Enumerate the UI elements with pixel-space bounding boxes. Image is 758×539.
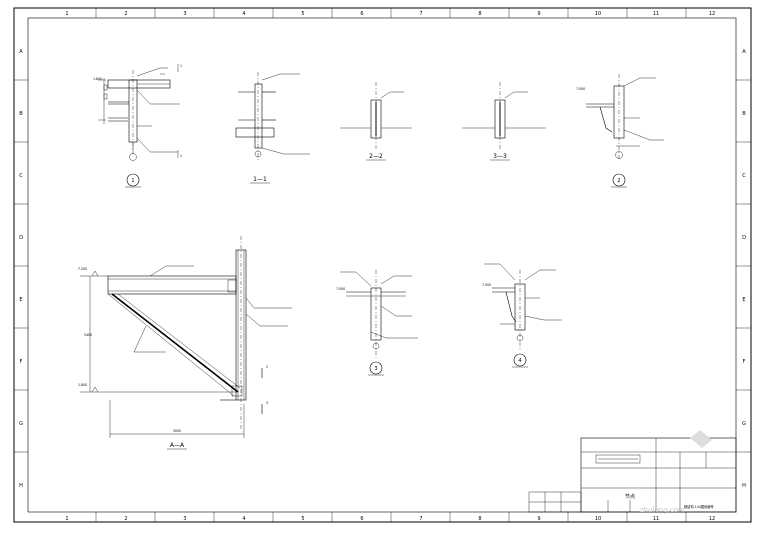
elevation-top: 7.200 xyxy=(78,267,87,271)
bottom-num-6: 6 xyxy=(360,516,363,522)
title-block: 节点 钢结构-1/4/图纸编号 zhulong.com xyxy=(528,430,737,514)
top-num-7: 7 xyxy=(419,11,422,17)
detail-2-dim: 7.000 xyxy=(576,87,585,91)
section-2-2-label: 2—2 xyxy=(369,153,383,160)
bottom-num-10: 10 xyxy=(595,516,601,522)
bottom-num-3: 3 xyxy=(183,516,186,522)
detail-3-bubble: 3 xyxy=(374,366,377,372)
top-num-12: 12 xyxy=(709,11,715,17)
bottom-num-4: 4 xyxy=(242,516,245,522)
left-letter-A: A xyxy=(19,49,23,55)
bottom-num-8: 8 xyxy=(478,516,481,522)
left-letter-H: H xyxy=(19,483,23,489)
top-num-11: 11 xyxy=(653,11,659,17)
detail-3: 3 7.000 xyxy=(336,270,418,376)
detail-1-cut-b: 1 xyxy=(180,154,182,158)
right-letter-C: C xyxy=(742,173,746,179)
right-letter-F: F xyxy=(743,359,746,365)
right-letter-E: E xyxy=(742,297,745,303)
left-letter-D: D xyxy=(19,235,23,241)
detail-2-bubble: 2 xyxy=(617,178,620,184)
elevation-height: 5400 xyxy=(84,333,92,337)
section-3-3: 3—3 xyxy=(462,82,546,161)
top-num-3: 3 xyxy=(183,11,186,17)
right-letter-B: B xyxy=(742,111,746,117)
detail-4-bubble: 4 xyxy=(518,358,521,364)
detail-2: 2 7.000 xyxy=(576,74,664,188)
bottom-num-12: 12 xyxy=(709,516,715,522)
section-3-3-label: 3—3 xyxy=(493,153,507,160)
top-num-4: 4 xyxy=(242,11,245,17)
drawing-number: 钢结构-1/4/图纸编号 xyxy=(684,504,714,509)
elevation-label: A—A xyxy=(170,442,185,449)
section-1-1: 1—1 xyxy=(235,72,310,184)
drawing-frame: 1 2 3 4 5 6 7 8 9 10 11 12 1 2 3 4 5 6 7… xyxy=(13,7,752,523)
right-letter-A: A xyxy=(742,49,746,55)
detail-1-dim: 1.800 xyxy=(93,77,102,81)
elevation-bottom: 1.800 xyxy=(78,383,87,387)
cut-2-label: 2 xyxy=(266,365,268,369)
detail-1-cut-a: 1 xyxy=(180,64,182,68)
left-letter-B: B xyxy=(19,111,23,117)
top-num-5: 5 xyxy=(301,11,304,17)
right-letter-H: H xyxy=(742,483,746,489)
bottom-num-2: 2 xyxy=(124,516,127,522)
section-1-1-label: 1—1 xyxy=(253,176,267,183)
top-num-10: 10 xyxy=(595,11,601,17)
right-letter-D: D xyxy=(742,235,746,241)
top-num-1: 1 xyxy=(65,11,68,17)
bottom-num-1: 1 xyxy=(65,516,68,522)
left-letter-G: G xyxy=(19,421,23,427)
detail-4-dim: 7.000 xyxy=(482,283,491,287)
detail-4: 4 7.000 xyxy=(482,263,562,368)
watermark-text: zhulong.com xyxy=(640,506,685,514)
bottom-num-9: 9 xyxy=(537,516,540,522)
top-num-9: 9 xyxy=(537,11,540,17)
top-num-2: 2 xyxy=(124,11,127,17)
detail-3-dim: 7.000 xyxy=(336,287,345,291)
left-letter-C: C xyxy=(19,173,23,179)
detail-1-bubble: 1 xyxy=(131,178,134,184)
detail-1: 1 1.800 1 1 xyxy=(93,64,182,188)
left-letter-E: E xyxy=(19,297,22,303)
top-num-8: 8 xyxy=(478,11,481,17)
right-letter-G: G xyxy=(742,421,746,427)
elevation-a-a: 7.200 1.800 5400 3000 A—A 2 3 xyxy=(78,236,292,450)
elevation-span: 3000 xyxy=(173,429,181,433)
top-num-6: 6 xyxy=(360,11,363,17)
bottom-num-5: 5 xyxy=(301,516,304,522)
bottom-num-11: 11 xyxy=(653,516,659,522)
left-letter-F: F xyxy=(20,359,23,365)
bottom-num-7: 7 xyxy=(419,516,422,522)
section-2-2: 2—2 xyxy=(340,82,412,161)
cut-3-label: 3 xyxy=(266,401,268,405)
drawing-title: 节点 xyxy=(625,494,635,500)
